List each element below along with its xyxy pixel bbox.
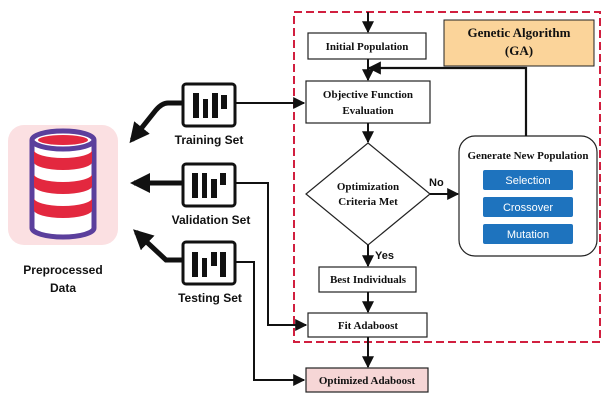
decision-diamond (305, 142, 431, 246)
testing-set-icon (181, 240, 237, 286)
decision-label-line2: Criteria Met (338, 196, 398, 208)
selection-button-label: Selection (505, 175, 550, 187)
training-set-icon (181, 82, 237, 128)
optimized-adaboost-label: Optimized Adaboost (319, 375, 416, 387)
mutation-button[interactable] (483, 224, 573, 244)
arrow-testing-to-optimized (236, 261, 306, 386)
testing-set-label: Testing Set (178, 291, 242, 305)
training-set-label: Training Set (175, 133, 244, 147)
optimized-adaboost-node (305, 367, 429, 393)
fit-adaboost-label: Fit Adaboost (338, 320, 399, 332)
arrow-validation-to-fit (236, 182, 308, 331)
objective-label-line2: Evaluation (342, 105, 393, 117)
arrow-testing-to-db (133, 229, 183, 263)
fit-adaboost-node (307, 312, 428, 338)
ga-region (293, 11, 601, 343)
ga-title-line2: (GA) (505, 43, 533, 58)
yes-label: Yes (375, 250, 394, 262)
validation-set-icon (181, 162, 237, 208)
best-individuals-label: Best Individuals (330, 274, 407, 286)
initial-population-label: Initial Population (326, 41, 409, 53)
arrow-training-to-db (129, 100, 183, 144)
decision-label-line1: Optimization (337, 181, 399, 193)
best-individuals-node (318, 266, 417, 293)
preprocessed-label-line1: Preprocessed (23, 263, 102, 277)
objective-label-line1: Objective Function (323, 89, 413, 101)
mutation-button-label: Mutation (507, 229, 549, 241)
crossover-button[interactable] (483, 197, 573, 217)
objective-node (305, 80, 431, 124)
database-icon (8, 125, 118, 245)
arrow-loop-back (367, 61, 528, 136)
preprocessed-label-line2: Data (50, 281, 76, 295)
selection-button[interactable] (483, 170, 573, 190)
crossover-button-label: Crossover (503, 202, 553, 214)
ga-title-line1: Genetic Algorithm (468, 25, 571, 40)
ga-title-box (443, 19, 595, 67)
no-label: No (429, 177, 444, 189)
generate-panel-title: Generate New Population (468, 150, 589, 162)
validation-set-label: Validation Set (172, 213, 251, 227)
